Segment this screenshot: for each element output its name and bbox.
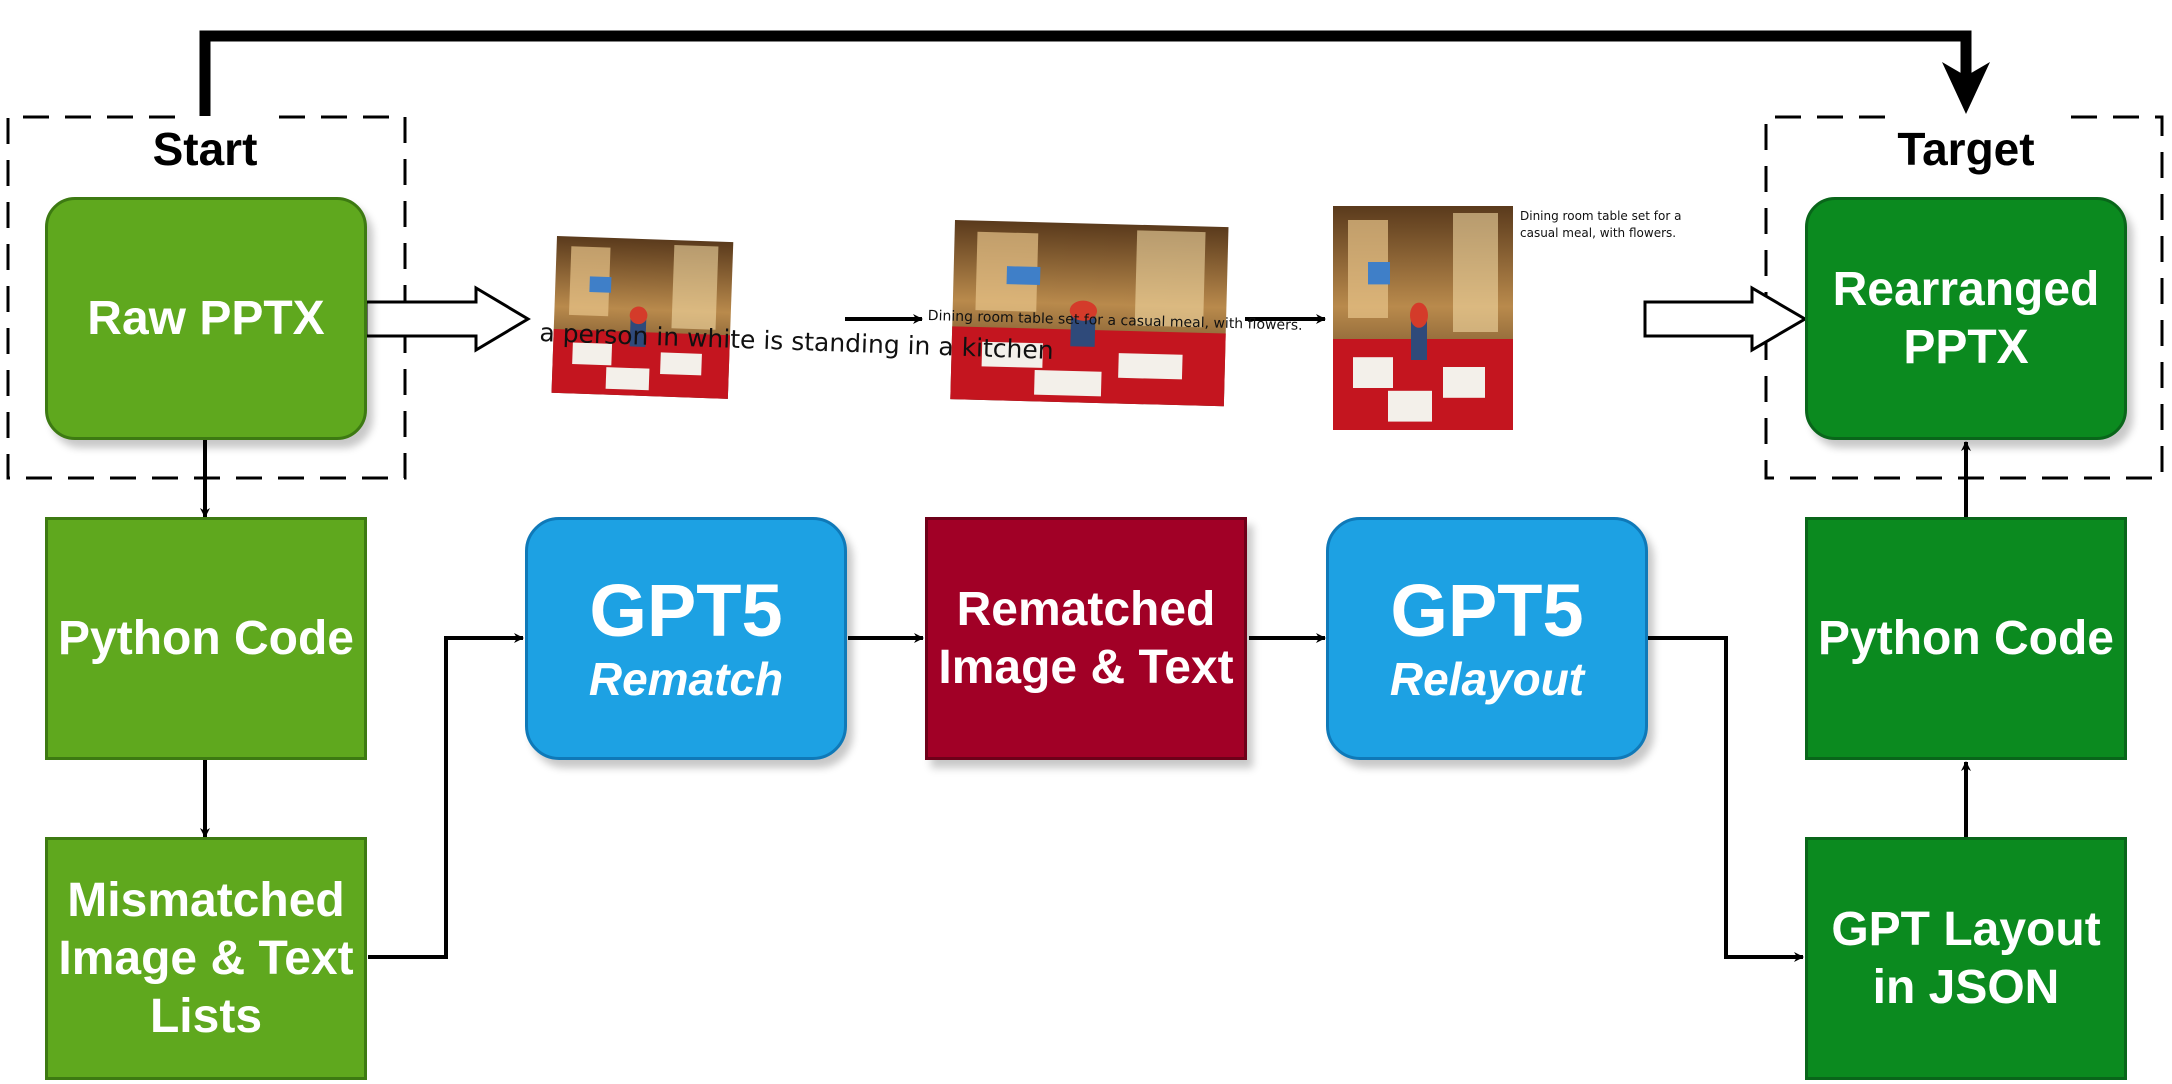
rearranged-line-2: PPTX bbox=[1903, 320, 2029, 374]
start-label: Start bbox=[152, 123, 258, 175]
slide-caption-3-line-1: Dining room table set for a bbox=[1520, 209, 1682, 223]
raw-pptx-node: Raw PPTX bbox=[45, 197, 367, 440]
gpt-layout-line-1: GPT Layout bbox=[1831, 902, 2101, 956]
rearranged-line-1: Rearranged bbox=[1832, 262, 2100, 316]
python-code-left-label: Python Code bbox=[58, 611, 354, 665]
rematched-line-1: Rematched bbox=[956, 582, 1216, 636]
slide-caption-3: Dining room table set for a casual meal,… bbox=[1520, 208, 1681, 242]
relayout-to-json-arrow bbox=[1648, 636, 1804, 962]
gpt-layout-line-2: in JSON bbox=[1872, 960, 2060, 1014]
mismatched-line-3: Lists bbox=[149, 989, 263, 1043]
gpt5-rematch-node: GPT5 Rematch bbox=[525, 517, 847, 760]
block-arrow-left bbox=[364, 285, 531, 353]
gpt5-relayout-node: GPT5 Relayout bbox=[1326, 517, 1648, 760]
slide-caption-3-line-2: casual meal, with flowers. bbox=[1520, 226, 1677, 240]
start-to-target-arrow bbox=[199, 30, 1972, 116]
start-to-target-arrowhead bbox=[1942, 62, 1990, 114]
gpt-layout-json-node: GPT Layout in JSON bbox=[1805, 837, 2127, 1080]
rearranged-pptx-node: Rearranged PPTX bbox=[1805, 197, 2127, 440]
gpt5-rematch-subtitle: Rematch bbox=[588, 652, 784, 705]
raw-pptx-label: Raw PPTX bbox=[87, 291, 325, 345]
rematched-node: Rematched Image & Text bbox=[925, 517, 1247, 760]
gpt5-relayout-subtitle: Relayout bbox=[1389, 652, 1585, 705]
python-code-left-node: Python Code bbox=[45, 517, 367, 760]
target-label: Target bbox=[1897, 123, 2035, 175]
python-code-right-node: Python Code bbox=[1805, 517, 2127, 760]
mismatched-line-2: Image & Text bbox=[58, 931, 354, 985]
mismatched-to-rematch-arrow bbox=[368, 633, 524, 959]
gpt5-rematch-title: GPT5 bbox=[589, 568, 783, 652]
python-code-right-label: Python Code bbox=[1818, 611, 2114, 665]
block-arrow-right bbox=[1643, 285, 1808, 353]
slide-thumbnail-1 bbox=[551, 236, 734, 399]
mismatched-line-1: Mismatched bbox=[67, 873, 345, 927]
mismatched-lists-node: Mismatched Image & Text Lists bbox=[45, 837, 367, 1080]
gpt5-relayout-title: GPT5 bbox=[1390, 568, 1584, 652]
rematched-line-2: Image & Text bbox=[938, 640, 1234, 694]
slide-thumbnail-3 bbox=[1333, 206, 1513, 430]
